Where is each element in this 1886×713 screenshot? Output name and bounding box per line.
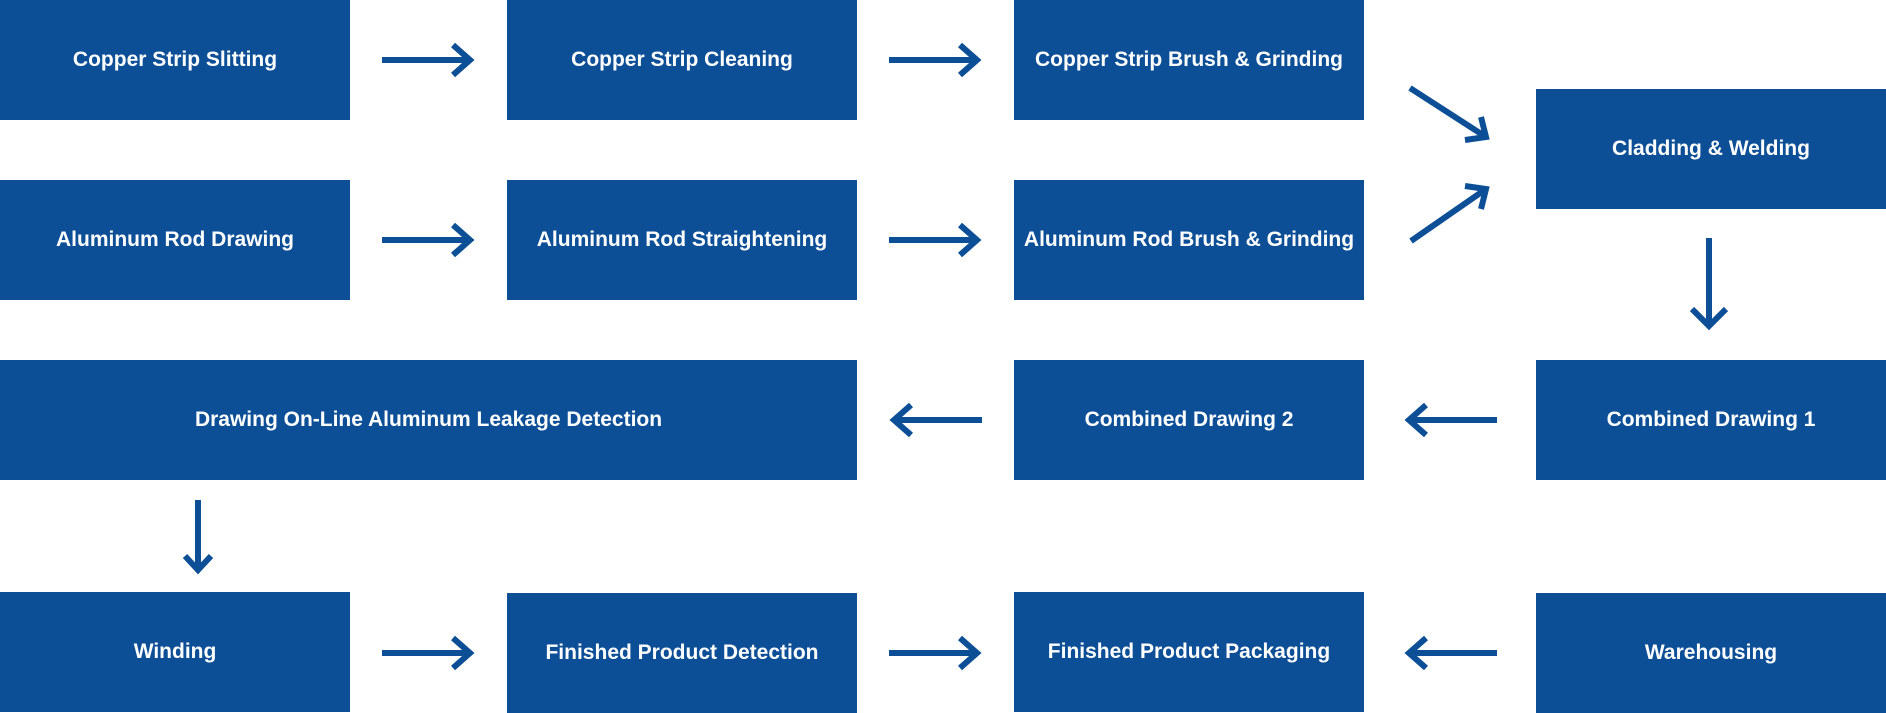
step-aluminum-rod-straightening: Aluminum Rod Straightening <box>507 180 857 300</box>
arrow-down-icon <box>1689 238 1729 331</box>
arrow-down-icon <box>182 500 214 575</box>
step-copper-strip-brush-grinding: Copper Strip Brush & Grinding <box>1014 0 1364 120</box>
arrow-left-icon <box>889 402 982 438</box>
arrow-right-icon <box>889 222 982 258</box>
arrow-right-icon <box>382 222 475 258</box>
arrow-right-icon <box>382 635 475 671</box>
arrow-diagonal-up-right-icon <box>1409 183 1490 244</box>
step-warehousing: Warehousing <box>1536 593 1886 713</box>
step-combined-drawing-2: Combined Drawing 2 <box>1014 360 1364 480</box>
step-copper-strip-cleaning: Copper Strip Cleaning <box>507 0 857 120</box>
arrow-right-icon <box>889 42 982 78</box>
arrow-left-icon <box>1404 635 1497 671</box>
arrow-right-icon <box>889 635 982 671</box>
step-finished-product-packaging: Finished Product Packaging <box>1014 592 1364 712</box>
step-cladding-welding: Cladding & Welding <box>1536 89 1886 209</box>
step-aluminum-rod-brush-grinding: Aluminum Rod Brush & Grinding <box>1014 180 1364 300</box>
step-drawing-online-leakage-detection: Drawing On-Line Aluminum Leakage Detecti… <box>0 360 857 480</box>
arrow-diagonal-down-right-icon <box>1408 85 1490 143</box>
step-copper-strip-slitting: Copper Strip Slitting <box>0 0 350 120</box>
step-aluminum-rod-drawing: Aluminum Rod Drawing <box>0 180 350 300</box>
arrow-left-icon <box>1404 402 1497 438</box>
step-combined-drawing-1: Combined Drawing 1 <box>1536 360 1886 480</box>
arrow-right-icon <box>382 42 475 78</box>
step-winding: Winding <box>0 592 350 712</box>
step-finished-product-detection: Finished Product Detection <box>507 593 857 713</box>
